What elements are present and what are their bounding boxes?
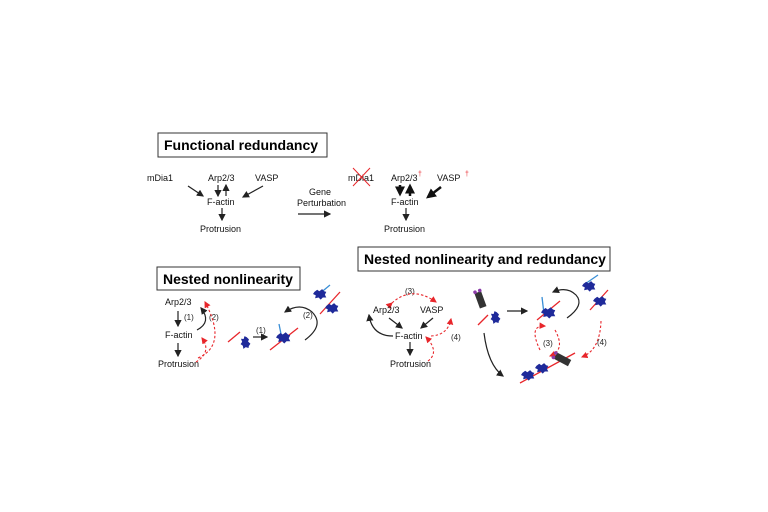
step-label: (3) [405,287,415,296]
step-label: (1) [184,313,194,322]
feedback-arrow [425,336,435,362]
node-factin: F-actin [207,197,235,207]
step-label: (3) [543,339,553,348]
molecular-illustration: (3) (4) [473,274,609,384]
node-protrusion: Protrusion [200,224,241,234]
node-factin: F-actin [391,197,419,207]
title-box [157,132,328,158]
node-vasp: VASP [420,305,443,315]
molecular-illustration: (1) (2) [227,284,341,351]
node-vasp-up: VASP [437,173,460,183]
node-factin: F-actin [165,330,193,340]
feedback-arrow [430,317,454,337]
step-label: (4) [597,338,607,347]
feedback-arrow [195,337,208,363]
step-label: (1) [256,326,266,335]
formin-icon [551,351,572,367]
node-protrusion: Protrusion [390,359,431,369]
feedback-arrow [197,301,216,359]
feedback-arrow [385,293,437,310]
node-factin: F-actin [395,331,423,341]
panel-title: Nested nonlinearity and redundancy [364,251,606,267]
node-protrusion: Protrusion [158,359,199,369]
thick-arrows [395,183,442,222]
node-protrusion: Protrusion [384,224,425,234]
upregulation-mark: † [418,171,422,178]
nested-nonlinearity-redundancy-panel: Nested nonlinearity and redundancy (3) A… [357,246,611,384]
functional-redundancy-panel: Functional redundancy mDia1 Arp2/3 VASP … [147,132,469,234]
nested-nonlinearity-panel: Nested nonlinearity Arp2/3 F-actin Protr… [156,266,341,369]
formin-icon [473,288,487,309]
step-label: (4) [451,333,461,342]
node-vasp: VASP [255,173,278,183]
panel-title: Nested nonlinearity [163,271,293,287]
cross-icon [352,167,371,187]
step-label: (2) [303,311,313,320]
perturbation-label-line1: Gene [309,187,331,197]
perturbation-label-line2: Perturbation [297,198,346,208]
panel-title: Functional redundancy [164,137,318,153]
step-label: (2) [209,313,219,322]
upregulation-mark: † [465,171,469,178]
title-box [357,246,611,272]
arrows [187,183,264,222]
title-box [156,266,301,291]
node-arp23: Arp2/3 [208,173,235,183]
node-arp23: Arp2/3 [373,305,400,315]
node-arp23-up: Arp2/3 [391,173,418,183]
node-arp23: Arp2/3 [165,297,192,307]
node-mdia1: mDia1 [147,173,173,183]
